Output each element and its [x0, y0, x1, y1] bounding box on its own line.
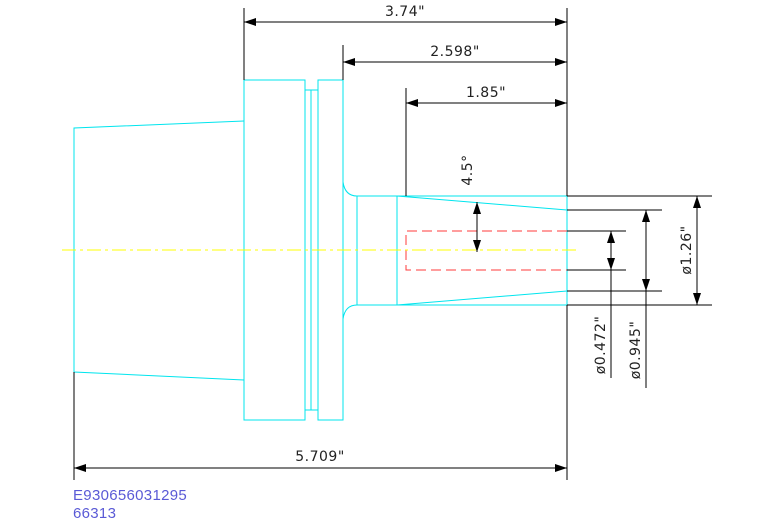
dim-text-overall-length: 5.709" [295, 449, 345, 465]
inner-taper-bottom [396, 290, 568, 306]
dim-text-taper-angle: 4.5° [460, 154, 476, 185]
dim-text-shank-length: 2.598" [430, 44, 480, 60]
part-number: 66313 [73, 505, 117, 522]
dim-text-nose-diameter: ø1.26" [679, 225, 695, 274]
part-code: E930656031295 [73, 487, 188, 504]
dim-text-bore-depth: 1.85" [466, 85, 506, 101]
dimension-lines [73, 8, 712, 480]
dim-text-flange-to-tip: 3.74" [385, 4, 425, 20]
inner-taper-top [396, 195, 568, 211]
dim-text-bore-diameter: ø0.472" [593, 316, 609, 375]
dim-text-taper-diameter: ø0.945" [628, 321, 644, 380]
